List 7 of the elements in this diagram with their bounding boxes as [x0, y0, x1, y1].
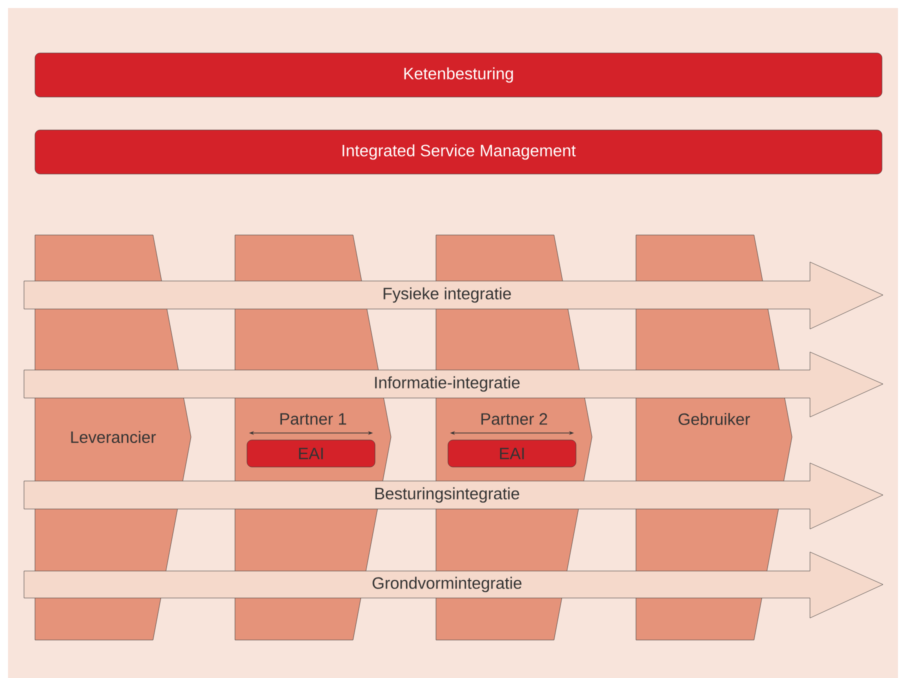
bar: Integrated Service Management [34, 130, 882, 174]
eai-box: EAI [448, 440, 576, 468]
eai-box: EAI [246, 440, 376, 468]
layer-band: Grondvormintegratie [24, 552, 884, 618]
layer-band: Fysieke integratie [24, 262, 884, 330]
layer-band: Besturingsintegratie [24, 462, 884, 530]
bar: Ketenbesturing [34, 52, 882, 98]
